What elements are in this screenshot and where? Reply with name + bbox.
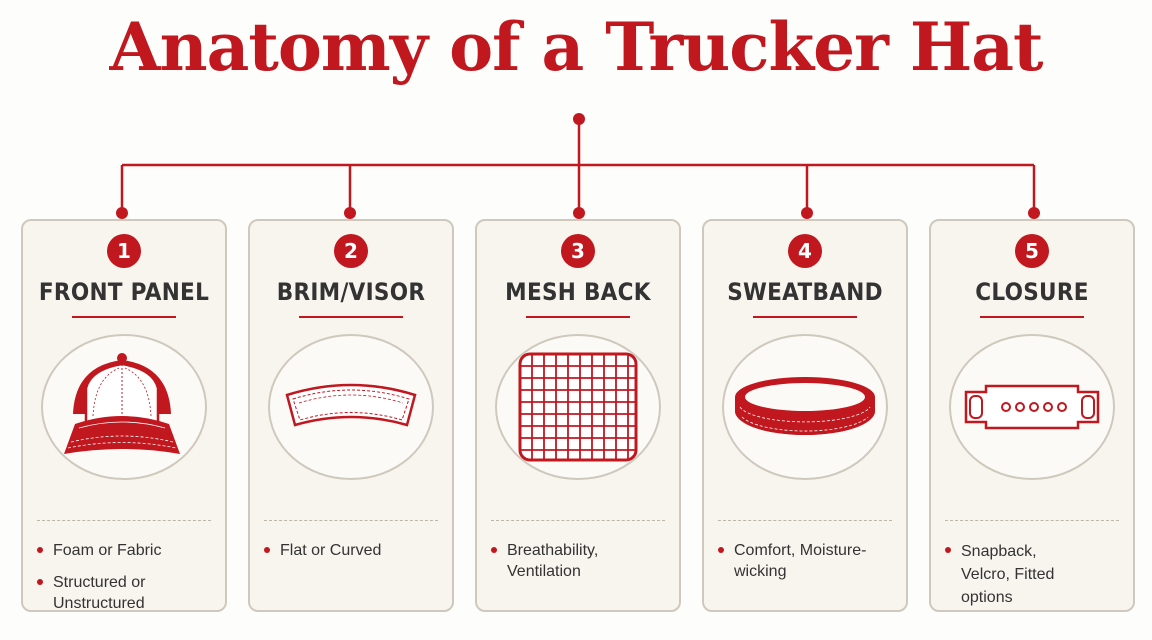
label-underline: [980, 316, 1084, 318]
step-number-badge: 4: [788, 234, 822, 268]
list-item: Breathability, Ventilation: [491, 540, 671, 582]
feature-list: Foam or Fabric Structured or Unstructure…: [37, 540, 217, 625]
divider: [37, 520, 211, 521]
label-underline: [526, 316, 630, 318]
divider: [718, 520, 892, 521]
part-card-sweatband: 4 SWEATBAND Comfort, Moisture-wicking: [702, 219, 908, 612]
part-label: MESH BACK: [505, 278, 651, 306]
icon-circle: [722, 334, 888, 480]
icon-circle: [949, 334, 1115, 480]
part-card-closure: 5 CLOSURE Snapback, Velcro, Fitted optio…: [929, 219, 1135, 612]
icon-circle: [41, 334, 207, 480]
part-label: SWEATBAND: [727, 278, 883, 306]
list-item: Flat or Curved: [264, 540, 444, 561]
label-underline: [753, 316, 857, 318]
mesh-grid-icon: [518, 352, 638, 462]
snapback-closure-icon: [964, 384, 1100, 430]
divider: [491, 520, 665, 521]
part-label: BRIM/VISOR: [276, 278, 426, 306]
step-number-badge: 1: [107, 234, 141, 268]
divider: [264, 520, 438, 521]
list-item: Structured or Unstructured: [37, 572, 217, 614]
feature-list: Comfort, Moisture-wicking: [718, 540, 898, 593]
front-panel-cap-icon: [64, 353, 180, 454]
icon-circle: [268, 334, 434, 480]
step-number-badge: 5: [1015, 234, 1049, 268]
feature-list: Breathability, Ventilation: [491, 540, 671, 593]
step-number-badge: 3: [561, 234, 595, 268]
divider: [945, 520, 1119, 521]
brim-visor-icon: [285, 383, 417, 427]
part-label: CLOSURE: [975, 278, 1089, 306]
page-title: Anatomy of a Trucker Hat: [109, 8, 1043, 86]
feature-list: Flat or Curved: [264, 540, 444, 572]
feature-list: Snapback, Velcro, Fitted options: [945, 540, 1125, 620]
list-item: Snapback, Velcro, Fitted options: [945, 540, 1075, 609]
part-label: FRONT PANEL: [38, 278, 210, 306]
list-item: Foam or Fabric: [37, 540, 217, 561]
part-card-front-panel: 1 FRONT PANEL Foam or Fabric Structured …: [21, 219, 227, 612]
step-number-badge: 2: [334, 234, 368, 268]
label-underline: [72, 316, 176, 318]
label-underline: [299, 316, 403, 318]
part-card-mesh-back: 3 MESH BACK Breathability, Ventilation: [475, 219, 681, 612]
list-item: Comfort, Moisture-wicking: [718, 540, 898, 582]
icon-circle: [495, 334, 661, 480]
part-card-brim-visor: 2 BRIM/VISOR Flat or Curved: [248, 219, 454, 612]
sweatband-ring-icon: [735, 377, 875, 435]
